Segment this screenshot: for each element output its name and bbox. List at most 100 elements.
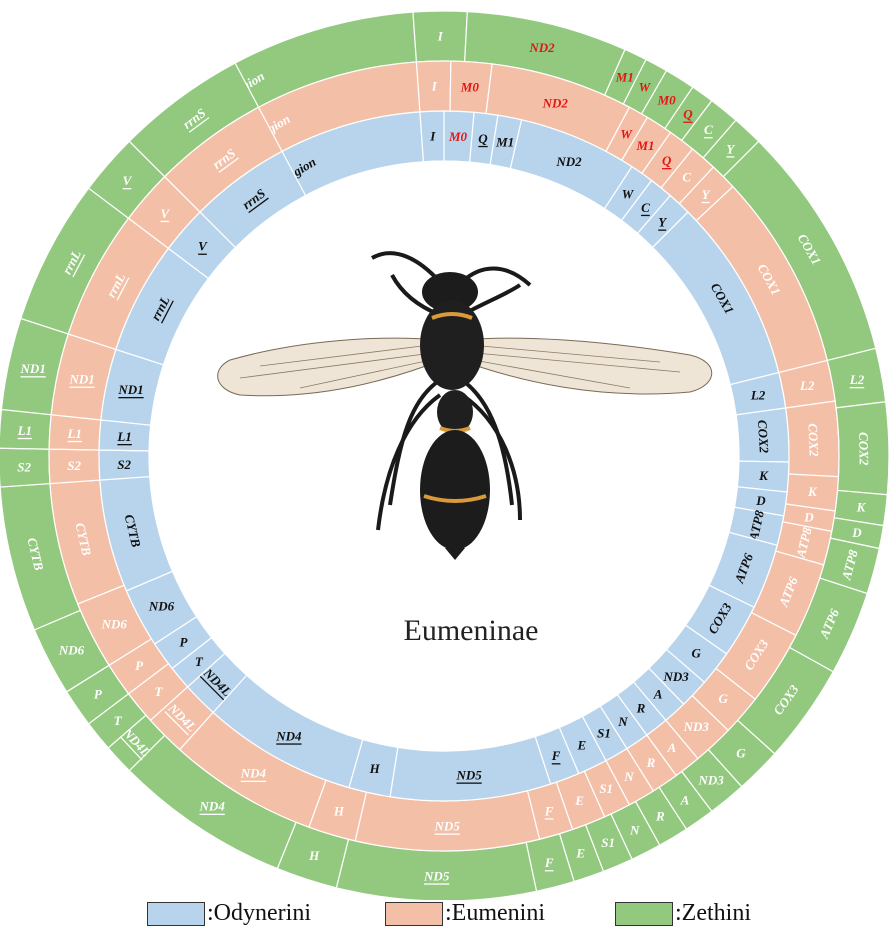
gene-label-y: Y [702, 187, 711, 202]
gene-label-s2: S2 [17, 460, 31, 475]
gene-label-t: T [114, 713, 123, 728]
gene-label-cox2: COX2 [755, 419, 772, 454]
gene-label-cox2: COX2 [856, 432, 872, 466]
gene-label-i: I [437, 29, 444, 44]
gene-label-y: Y [726, 141, 735, 156]
gene-label-f: F [544, 855, 554, 870]
gene-label-g: G [736, 746, 746, 761]
gene-label-k: K [758, 468, 769, 483]
gene-label-e: E [575, 846, 585, 861]
gene-label-c: C [682, 169, 691, 184]
gene-label-k: K [807, 484, 818, 499]
gene-label-nd3: ND3 [698, 773, 725, 788]
gene-label-f: F [544, 803, 554, 818]
gene-label-w: W [620, 127, 633, 142]
gene-label-p: P [135, 658, 144, 673]
legend-item-eumenini: :Eumenini [385, 900, 545, 927]
gene-label-n: N [617, 714, 628, 729]
gene-label-m0: M0 [460, 79, 480, 94]
gene-label-e: E [576, 737, 586, 752]
gene-label-r: R [655, 809, 665, 824]
gene-label-cox2: COX2 [805, 423, 821, 457]
wasp-photo [218, 253, 712, 560]
gene-label-nd6: ND6 [101, 617, 128, 632]
gene-label-m1: M1 [615, 69, 634, 84]
gene-label-s1: S1 [597, 726, 611, 741]
gene-label-d: D [803, 510, 814, 525]
gene-label-nd6: ND6 [148, 599, 175, 614]
gene-label-nd5: ND5 [423, 868, 450, 883]
gene-label-nd5: ND5 [434, 819, 461, 834]
legend-item-zethini: :Zethini [615, 900, 751, 927]
gene-label-s2: S2 [117, 457, 131, 472]
legend-swatch-eumenini [385, 902, 443, 926]
gene-label-l2: L2 [849, 372, 865, 387]
legend-swatch-zethini [615, 902, 673, 926]
gene-label-y: Y [658, 215, 667, 230]
gene-label-h: H [308, 848, 320, 863]
gene-label-h: H [333, 803, 345, 818]
gene-label-s2: S2 [67, 458, 81, 473]
gene-label-t: T [195, 654, 204, 669]
gene-label-nd1: ND1 [20, 361, 46, 376]
center-title: Eumeninae [404, 614, 539, 647]
gene-label-nd3: ND3 [662, 669, 689, 684]
gene-label-r: R [636, 701, 646, 716]
gene-label-m1: M1 [495, 134, 514, 149]
gene-label-v: V [160, 206, 170, 221]
gene-label-d: D [851, 525, 862, 540]
gene-label-nd4: ND4 [240, 766, 267, 781]
gene-label-nd5: ND5 [455, 768, 482, 783]
mitogenome-ring-diagram: Control RegionIND2M1WM0QCYCOX1L2COX2KDAT… [0, 0, 889, 900]
gene-label-m1: M1 [635, 138, 654, 153]
gene-label-i: I [431, 79, 438, 94]
gene-label-i: I [429, 129, 436, 144]
gene-label-nd2: ND2 [555, 154, 582, 169]
gene-label-p: P [180, 634, 189, 649]
gene-label-p: P [94, 686, 103, 701]
gene-label-v: V [198, 239, 208, 254]
gene-label-n: N [629, 823, 640, 838]
gene-label-nd3: ND3 [683, 719, 710, 734]
gene-label-nd6: ND6 [58, 642, 85, 657]
gene-label-a: A [666, 740, 676, 755]
gene-label-v: V [123, 173, 133, 188]
gene-label-d: D [755, 493, 766, 508]
gene-label-n: N [623, 769, 634, 784]
gene-label-r: R [646, 755, 656, 770]
gene-label-l2: L2 [750, 387, 766, 402]
gene-label-e: E [574, 793, 584, 808]
gene-label-w: W [639, 79, 652, 94]
gene-label-g: G [692, 646, 702, 661]
gene-label-q: Q [478, 131, 488, 146]
gene-label-l1: L1 [17, 423, 32, 438]
gene-label-q: Q [683, 107, 693, 122]
gene-label-c: C [704, 122, 713, 137]
gene-label-f: F [551, 748, 561, 763]
gene-label-l1: L1 [66, 426, 81, 441]
legend-label-odynerini: :Odynerini [207, 900, 311, 927]
gene-label-t: T [155, 684, 164, 699]
gene-label-l1: L1 [116, 429, 131, 444]
legend-label-eumenini: :Eumenini [445, 900, 545, 927]
gene-label-l2: L2 [799, 378, 815, 393]
gene-label-q: Q [662, 153, 672, 168]
gene-label-a: A [680, 793, 690, 808]
gene-label-s1: S1 [601, 835, 615, 850]
gene-label-nd4: ND4 [199, 799, 226, 814]
gene-label-s1: S1 [599, 781, 613, 796]
gene-label-h: H [369, 761, 381, 776]
gene-label-a: A [653, 686, 663, 701]
gene-label-nd1: ND1 [117, 382, 143, 397]
gene-label-nd4: ND4 [275, 728, 302, 743]
gene-label-m0: M0 [657, 92, 677, 107]
legend-item-odynerini: :Odynerini [147, 900, 311, 927]
gene-label-nd2: ND2 [528, 40, 555, 55]
gene-label-g: G [719, 691, 729, 706]
legend-swatch-odynerini [147, 902, 205, 926]
legend: :Odynerini :Eumenini :Zethini [0, 900, 889, 937]
gene-label-nd1: ND1 [68, 372, 94, 387]
gene-label-k: K [856, 500, 867, 515]
gene-label-m0: M0 [448, 129, 468, 144]
gene-label-nd2: ND2 [542, 96, 569, 111]
